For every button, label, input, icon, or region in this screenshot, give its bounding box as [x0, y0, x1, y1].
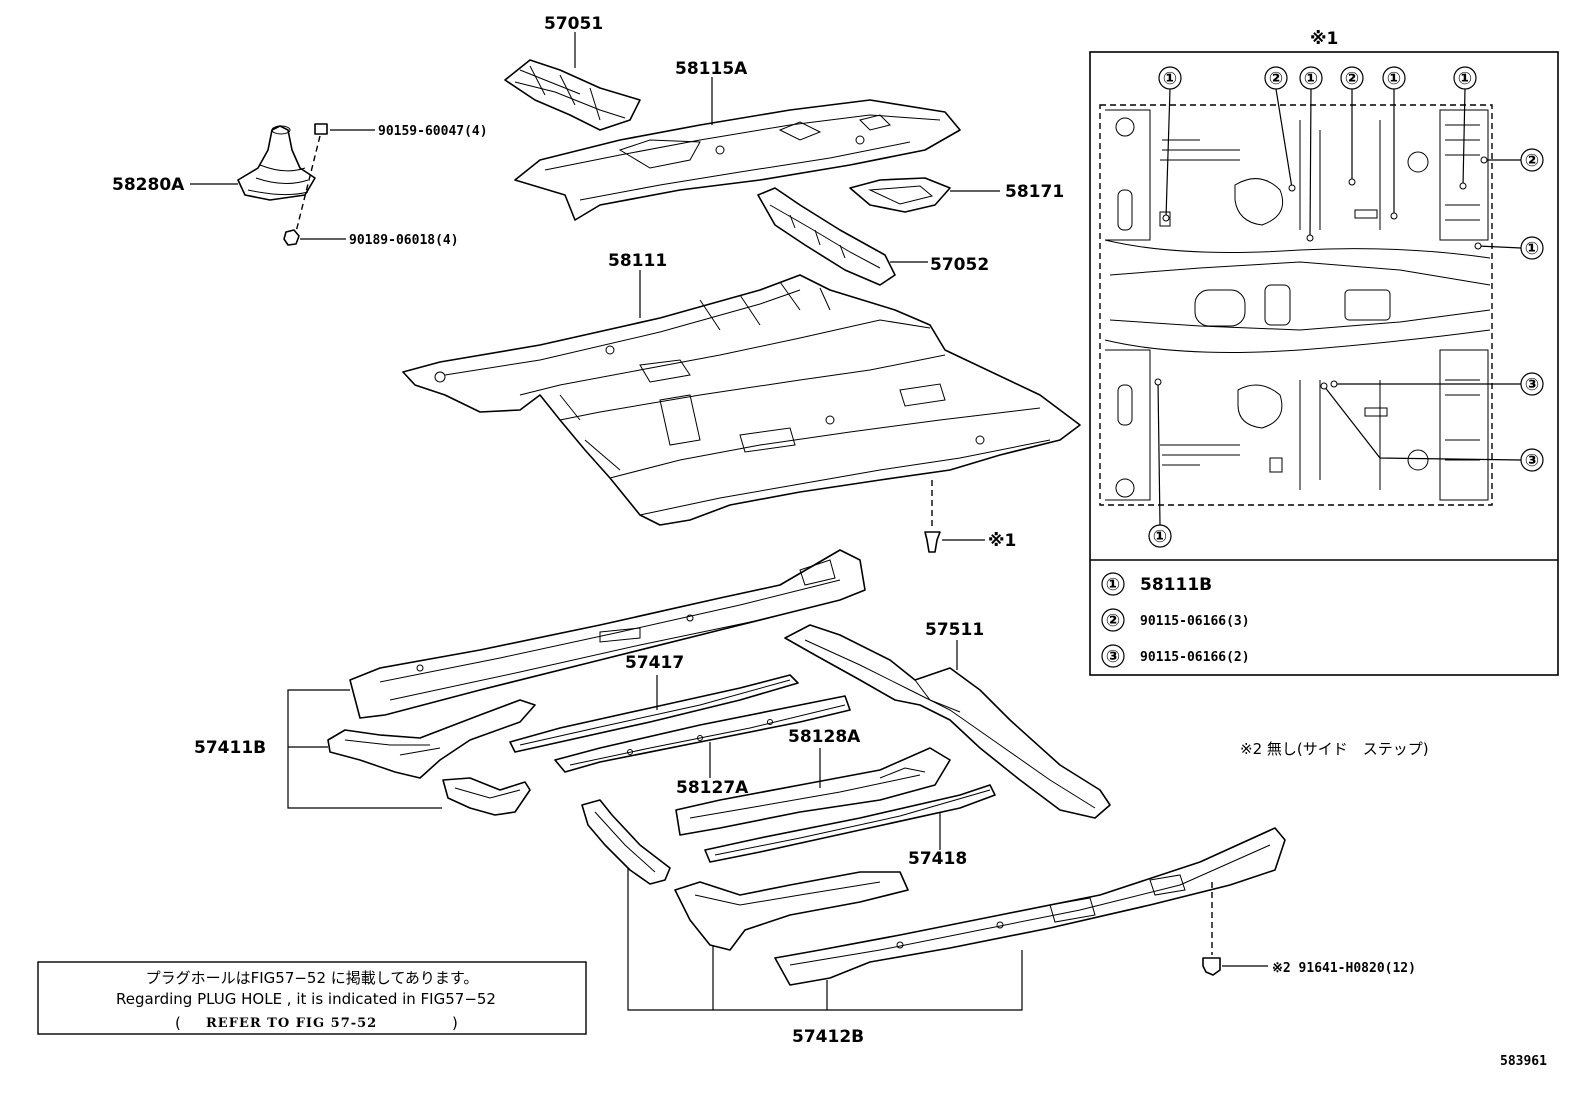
part-58111-drawing — [402, 274, 1081, 526]
note-side-step: ※2 無し(サイド ステップ) — [1240, 740, 1429, 758]
notice-line-en: Regarding PLUG HOLE , it is indicated in… — [116, 990, 496, 1008]
part-58128A-drawing — [675, 747, 951, 836]
callout-2-c: ② — [1525, 151, 1539, 171]
notice-paren-close: ) — [452, 1014, 458, 1032]
callout-1-c: ① — [1387, 69, 1401, 89]
part-57411B-drawing — [327, 699, 536, 816]
notice-box: プラグホールはFIG57−52 に掲載してあります。 Regarding PLU… — [37, 961, 587, 1035]
callout-1-b: ① — [1304, 69, 1318, 89]
inset-panel: ① ② ① ② ① ① ② — [1089, 51, 1559, 676]
inset-legend: ① 58111B ② 90115-06166(3) ③ 90115-06166(… — [1101, 572, 1250, 668]
notice-paren-open: ( — [175, 1014, 181, 1032]
part-58127A-drawing — [554, 695, 851, 773]
label-58128A: 58128A — [788, 727, 861, 747]
callout-2-a: ② — [1269, 69, 1283, 89]
legend-marker-3: ③ — [1106, 647, 1120, 667]
label-90189: 90189-06018(4) — [349, 233, 459, 248]
bolt-90159-drawing — [295, 123, 328, 233]
legend-part-1: 58111B — [1140, 575, 1212, 595]
part-rail-upper-drawing — [349, 549, 866, 719]
notice-refer: REFER TO FIG 57-52 — [206, 1016, 377, 1031]
callout-3-a: ③ — [1525, 375, 1539, 395]
legend-marker-2: ② — [1106, 611, 1120, 631]
callout-1-a: ① — [1163, 69, 1177, 89]
part-57417-drawing — [509, 674, 799, 753]
inset-title: ※1 — [1310, 29, 1338, 49]
part-58280A-drawing — [237, 125, 316, 201]
label-57411B: 57411B — [194, 738, 266, 758]
label-57052: 57052 — [930, 255, 989, 275]
label-57412B: 57412B — [792, 1027, 864, 1047]
label-58280A: 58280A — [112, 175, 185, 195]
part-57052-drawing — [757, 187, 896, 286]
label-91641: ※2 91641-H0820(12) — [1272, 961, 1416, 976]
label-58127A: 58127A — [676, 778, 749, 798]
clip-ref1-drawing — [924, 480, 941, 553]
part-58171-drawing — [849, 177, 951, 213]
part-58115A-drawing — [514, 99, 961, 221]
callout-1-f: ① — [1153, 527, 1167, 547]
figure-id: 583961 — [1500, 1054, 1547, 1069]
label-57051: 57051 — [544, 14, 603, 34]
label-58171: 58171 — [1005, 182, 1064, 202]
inset-callouts: ① ② ① ② ① ① ② — [1148, 66, 1544, 548]
callout-2-b: ② — [1345, 69, 1359, 89]
legend-marker-1: ① — [1106, 575, 1120, 595]
legend-part-2: 90115-06166(3) — [1140, 614, 1250, 629]
callout-3-b: ③ — [1525, 451, 1539, 471]
inset-floor-plan — [1099, 104, 1493, 506]
label-57418: 57418 — [908, 849, 967, 869]
part-57511-drawing — [784, 624, 1111, 819]
part-57418-drawing — [704, 784, 996, 863]
callout-1-e: ① — [1525, 239, 1539, 259]
part-57412B-drawing — [581, 799, 1286, 986]
nut-90189-drawing — [283, 229, 300, 246]
notice-line-ja: プラグホールはFIG57−52 に掲載してあります。 — [146, 969, 479, 987]
callout-1-d: ① — [1458, 69, 1472, 89]
part-57051-drawing — [504, 59, 641, 131]
label-57417: 57417 — [625, 653, 684, 673]
label-90159: 90159-60047(4) — [378, 124, 488, 139]
legend-part-3: 90115-06166(2) — [1140, 650, 1250, 665]
label-ref1: ※1 — [988, 531, 1016, 551]
label-57511: 57511 — [925, 620, 984, 640]
bolt-91641-drawing — [1202, 882, 1221, 976]
label-58115A: 58115A — [675, 59, 748, 79]
label-58111: 58111 — [608, 251, 667, 271]
